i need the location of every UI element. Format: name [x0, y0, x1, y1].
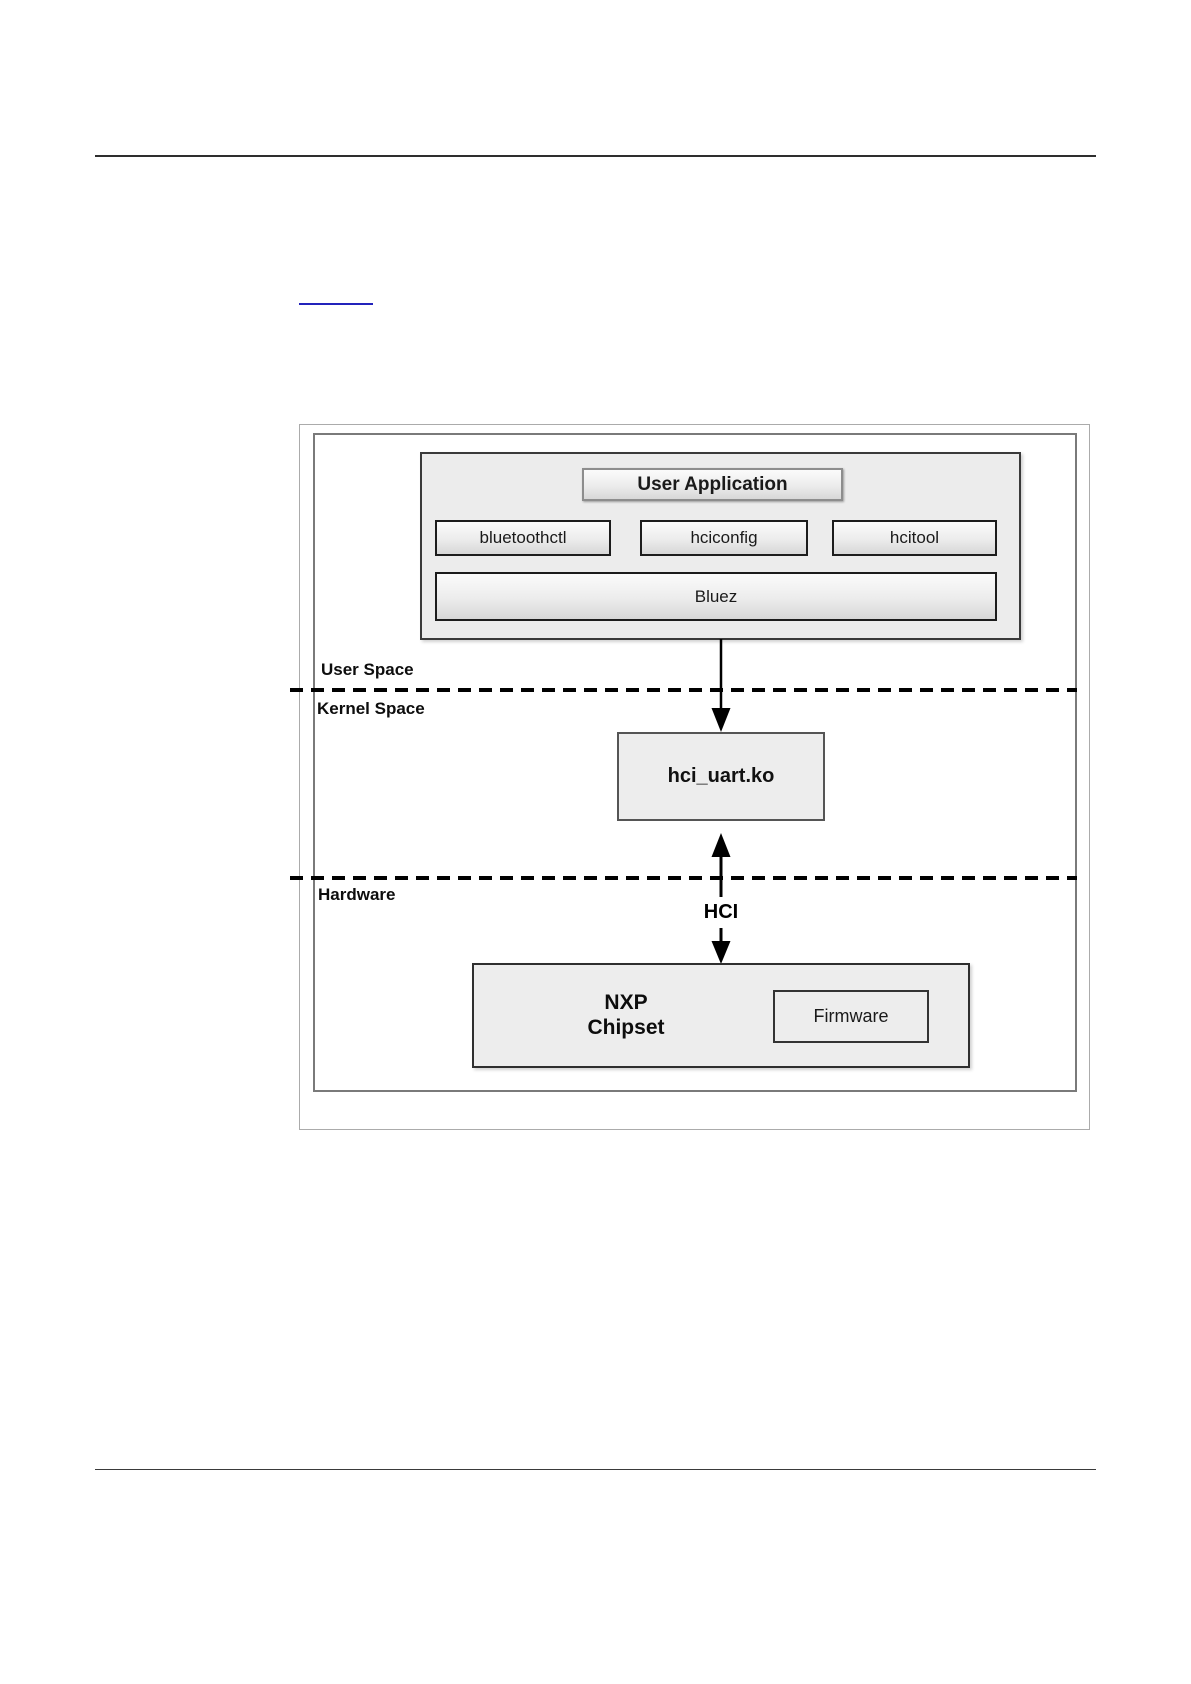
hci-uart-ko-box: hci_uart.ko [617, 732, 825, 821]
nxp-chipset-label: NXP Chipset [536, 990, 716, 1040]
hciconfig-box: hciconfig [640, 520, 808, 556]
header-rule [95, 155, 1096, 157]
kernel-hardware-divider [290, 876, 1077, 880]
user-application-box: User Application [582, 468, 843, 501]
user-space-label: User Space [321, 660, 414, 679]
user-kernel-divider [290, 688, 1077, 692]
hcitool-box: hcitool [832, 520, 997, 556]
footer-rule [95, 1469, 1096, 1470]
bluez-box: Bluez [435, 572, 997, 621]
firmware-box: Firmware [773, 990, 929, 1043]
up-arrow-driver-link [711, 833, 731, 897]
down-arrow-chipset-link [711, 928, 731, 964]
kernel-space-label: Kernel Space [317, 699, 425, 718]
chipset-label-line2: Chipset [587, 1016, 665, 1039]
hardware-label: Hardware [318, 885, 396, 904]
hci-interface-label: HCI [703, 901, 739, 923]
hyperlink-underline[interactable] [299, 303, 373, 305]
down-arrow-stack-to-driver [711, 639, 731, 732]
chipset-label-line1: NXP [604, 991, 648, 1014]
bluetoothctl-box: bluetoothctl [435, 520, 611, 556]
